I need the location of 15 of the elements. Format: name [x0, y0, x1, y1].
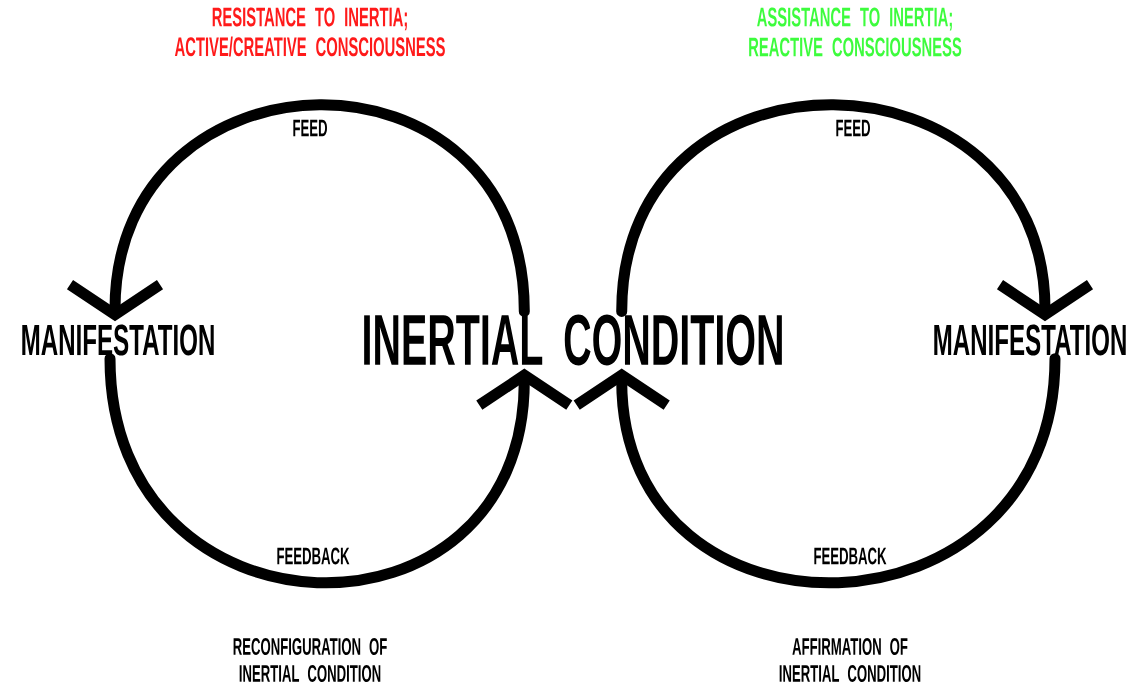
- caption-text: ASSISTANCE TO INERTIA; REACTIVE CONSCIOUSNESS: [749, 7, 962, 57]
- edge-label: FEEDBACK: [277, 547, 350, 565]
- curved-arrow: [573, 353, 1061, 589]
- edge-label: FEED: [836, 119, 870, 137]
- caption-text: RECONFIGURATION OF INERTIAL CONDITION: [233, 638, 387, 682]
- curved-arrow: [616, 99, 1094, 322]
- node-label: MANIFESTATION: [22, 324, 214, 356]
- curved-arrow: [104, 353, 573, 589]
- curved-arrow: [66, 99, 530, 322]
- caption-text: AFFIRMATION OF INERTIAL CONDITION: [779, 638, 921, 682]
- node-label: MANIFESTATION: [934, 324, 1126, 356]
- edge-label: FEED: [293, 119, 327, 137]
- node-label: INERTIAL CONDITION: [364, 314, 782, 366]
- caption-text: RESISTANCE TO INERTIA; ACTIVE/CREATIVE CONSCIOUSNESS: [174, 7, 445, 57]
- edge-label: FEEDBACK: [814, 547, 887, 565]
